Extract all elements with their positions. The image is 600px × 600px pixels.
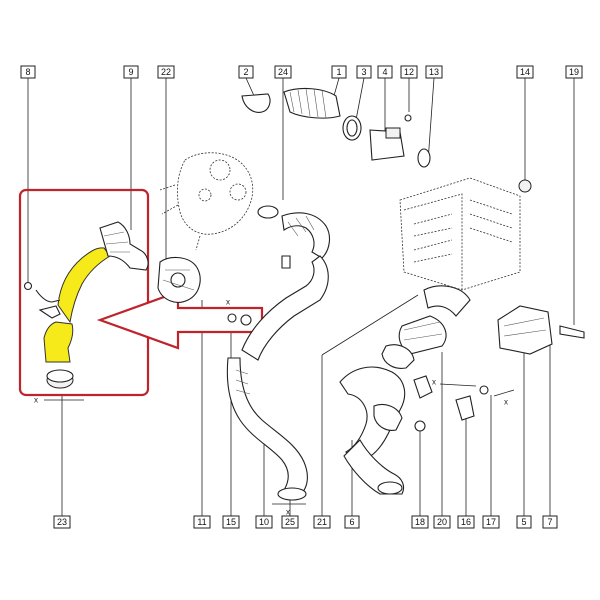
svg-text:22: 22 (161, 67, 171, 77)
sensor-housing (497, 305, 585, 355)
leader-lines (27, 77, 575, 520)
svg-text:1: 1 (336, 67, 341, 77)
callout-19: 19 (565, 65, 583, 79)
callout-25: 25 (281, 515, 299, 529)
x-mark: x (226, 298, 230, 307)
svg-text:8: 8 (25, 67, 30, 77)
svg-text:24: 24 (278, 67, 288, 77)
svg-text:11: 11 (197, 517, 206, 527)
grommet-14 (518, 179, 532, 193)
callout-16: 16 (457, 515, 475, 529)
svg-text:9: 9 (128, 67, 133, 77)
callouts-top: 8 9 22 2 24 1 3 4 12 13 14 19 (20, 65, 583, 79)
turbo-assembly (157, 152, 254, 303)
svg-text:14: 14 (520, 67, 530, 77)
engine-block (399, 177, 532, 291)
svg-text:10: 10 (259, 517, 269, 527)
callout-13: 13 (425, 65, 443, 79)
dimension-marks: x x x x x (34, 298, 515, 517)
svg-text:15: 15 (226, 517, 236, 527)
svg-text:25: 25 (285, 517, 295, 527)
svg-text:13: 13 (429, 67, 439, 77)
callouts-bottom: 23 11 15 10 25 21 6 18 20 16 17 5 7 (53, 515, 558, 529)
callout-1: 1 (331, 65, 347, 79)
callout-23: 23 (53, 515, 71, 529)
svg-text:23: 23 (57, 517, 67, 527)
x-mark: x (34, 396, 38, 405)
svg-text:16: 16 (461, 517, 471, 527)
svg-text:2: 2 (243, 67, 248, 77)
seal-ring-13 (417, 148, 431, 168)
svg-text:19: 19 (569, 67, 579, 77)
callout-6: 6 (344, 515, 360, 529)
highlight-frame (18, 188, 150, 397)
callout-9: 9 (123, 65, 139, 79)
highlighted-hose (23, 221, 149, 389)
callout-12: 12 (400, 65, 418, 79)
svg-text:4: 4 (382, 67, 387, 77)
callout-10: 10 (255, 515, 273, 529)
svg-text:18: 18 (415, 517, 425, 527)
callout-20: 20 (433, 515, 451, 529)
svg-text:17: 17 (486, 517, 496, 527)
callout-21: 21 (313, 515, 331, 529)
callout-15: 15 (222, 515, 240, 529)
callout-5: 5 (516, 515, 532, 529)
svg-text:5: 5 (521, 517, 526, 527)
x-mark: x (286, 508, 290, 517)
callout-22: 22 (157, 65, 175, 79)
x-mark: x (504, 398, 508, 407)
callout-4: 4 (377, 65, 393, 79)
callout-11: 11 (193, 515, 211, 529)
sensor-19 (559, 325, 585, 339)
callout-18: 18 (411, 515, 429, 529)
screw-12 (404, 114, 412, 122)
o-ring-24 (257, 205, 279, 219)
callout-2: 2 (238, 65, 254, 79)
svg-text:21: 21 (317, 517, 327, 527)
callout-17: 17 (482, 515, 500, 529)
callout-3: 3 (356, 65, 372, 79)
svg-text:7: 7 (547, 517, 552, 527)
svg-text:6: 6 (349, 517, 354, 527)
x-mark: x (432, 378, 436, 387)
callout-8: 8 (20, 65, 36, 79)
svg-text:20: 20 (437, 517, 447, 527)
bolt-15 (227, 313, 237, 323)
svg-text:3: 3 (361, 67, 366, 77)
intake-duct (241, 87, 431, 219)
clip-bolt-8 (23, 281, 33, 291)
svg-text:12: 12 (404, 67, 414, 77)
lower-pipe-assembly (339, 285, 489, 495)
callout-7: 7 (542, 515, 558, 529)
charge-pipe (226, 212, 331, 501)
callout-14: 14 (516, 65, 534, 79)
callout-24: 24 (274, 65, 292, 79)
